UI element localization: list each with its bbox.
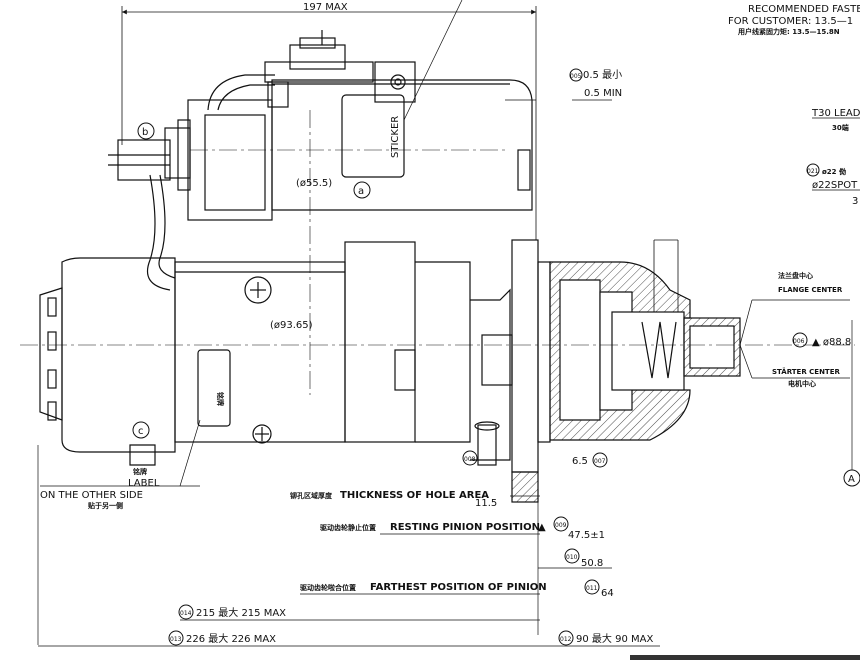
svg-text:021: 021 [807, 168, 819, 175]
svg-text:11.5: 11.5 [475, 498, 497, 509]
nose-housing [511, 239, 741, 503]
svg-text:50.8: 50.8 [581, 558, 603, 569]
svg-text:0.5 MIN: 0.5 MIN [584, 88, 622, 99]
svg-text:▲ ø88.8: ▲ ø88.8 [812, 337, 851, 348]
center-lines [20, 110, 855, 395]
svg-text:b: b [142, 127, 148, 138]
bubble-A: A [843, 469, 860, 487]
svg-text:90 最大 90 MAX: 90 最大 90 MAX [576, 632, 653, 645]
svg-text:FARTHEST POSITION OF PINION: FARTHEST POSITION OF PINION [370, 582, 547, 593]
svg-text:驱动齿轮静止位置: 驱动齿轮静止位置 [320, 523, 376, 532]
starter-center: STÄRTER CENTER [772, 367, 840, 376]
svg-text:226 最大 226 MAX: 226 最大 226 MAX [186, 632, 276, 645]
svg-text:ø22SPOT: ø22SPOT [812, 180, 858, 191]
svg-text:c: c [138, 426, 144, 437]
dimension-197-max [121, 6, 537, 240]
fasten-line3: 用户线紧固力矩: 13.5—15.8N [738, 27, 840, 36]
svg-text:铆孔区域厚度: 铆孔区域厚度 [290, 491, 333, 500]
dim-013: 013 226 最大 226 MAX [38, 630, 540, 647]
svg-text:010: 010 [566, 554, 578, 561]
label-cn-box: 铭牌 [216, 392, 225, 406]
svg-text:6.5: 6.5 [572, 456, 588, 467]
svg-text:ø22 俲: ø22 俲 [822, 167, 846, 176]
callout-006: 006 ▲ ø88.8 [792, 332, 851, 348]
svg-text:3: 3 [852, 196, 858, 207]
svg-text:0.5 最小: 0.5 最小 [583, 69, 622, 81]
dia-555: (ø55.5) [296, 178, 332, 189]
bottom-bar [630, 655, 860, 660]
dia-9365: (ø93.65) [270, 320, 313, 331]
callout-005: 005 0.5 最小 0.5 MIN [569, 68, 622, 101]
svg-text:RESTING PINION POSITION: RESTING PINION POSITION [390, 522, 540, 533]
dim-010: 010 50.8 [538, 548, 612, 569]
svg-text:013: 013 [170, 636, 182, 643]
dim-011: 驱动齿轮啦合位置 FARTHEST POSITION OF PINION 011… [300, 579, 614, 599]
svg-text:009: 009 [555, 522, 567, 529]
bubble-b: b [137, 122, 155, 140]
dim-008: 008 铆孔区域厚度 THICKNESS OF HOLE AREA 11.5 [290, 450, 540, 509]
callout-021: 021 ø22 俲 ø22SPOT 3 [806, 163, 860, 207]
starter-cn: 电机中心 [788, 379, 816, 388]
svg-text:005: 005 [570, 73, 582, 80]
svg-text:A: A [848, 474, 855, 485]
bubble-c: c [132, 421, 150, 439]
svg-text:008: 008 [464, 456, 476, 463]
flange-center: FLANGE CENTER [778, 286, 843, 294]
svg-text:011: 011 [586, 585, 598, 592]
callout-007: 6.5 007 [572, 452, 608, 468]
label-en: LABEL [128, 478, 160, 489]
svg-text:012: 012 [560, 636, 572, 643]
svg-text:006: 006 [793, 338, 805, 345]
svg-text:▲: ▲ [538, 522, 546, 533]
svg-text:014: 014 [180, 610, 192, 617]
max-197-label: 197 MAX [303, 2, 348, 13]
label-cn: 铭牌 [133, 467, 147, 476]
dim-009: 驱动齿轮静止位置 RESTING PINION POSITION ▲ 009 4… [320, 516, 605, 541]
t30-cn: 30端 [832, 123, 849, 132]
bubble-a: a [353, 181, 371, 199]
label-side: ON THE OTHER SIDE [40, 490, 143, 501]
svg-text:215 最大 215 MAX: 215 最大 215 MAX [196, 606, 286, 619]
dim-012: 012 90 最大 90 MAX [540, 630, 660, 647]
t30-lead: T30 LEAD [811, 108, 860, 119]
svg-text:THICKNESS OF HOLE AREA: THICKNESS OF HOLE AREA [340, 490, 489, 501]
leader-lines [37, 0, 853, 645]
svg-text:64: 64 [601, 588, 614, 599]
label-side-cn: 贴于另一侧 [87, 501, 123, 510]
motor-body [39, 239, 551, 473]
svg-text:007: 007 [594, 458, 606, 465]
solenoid-assembly [108, 30, 533, 291]
svg-text:a: a [358, 186, 364, 197]
dim-014: 014 215 最大 215 MAX [178, 604, 540, 621]
svg-text:驱动齿轮啦合位置: 驱动齿轮啦合位置 [300, 583, 356, 592]
svg-text:47.5±1: 47.5±1 [568, 530, 605, 541]
fasten-line1: RECOMMENDED FASTEN [748, 4, 860, 15]
sticker-text: STICKER [390, 116, 401, 158]
flange-cn: 法兰盘中心 [778, 271, 813, 280]
fasten-line2: FOR CUSTOMER: 13.5—1 [728, 16, 853, 27]
